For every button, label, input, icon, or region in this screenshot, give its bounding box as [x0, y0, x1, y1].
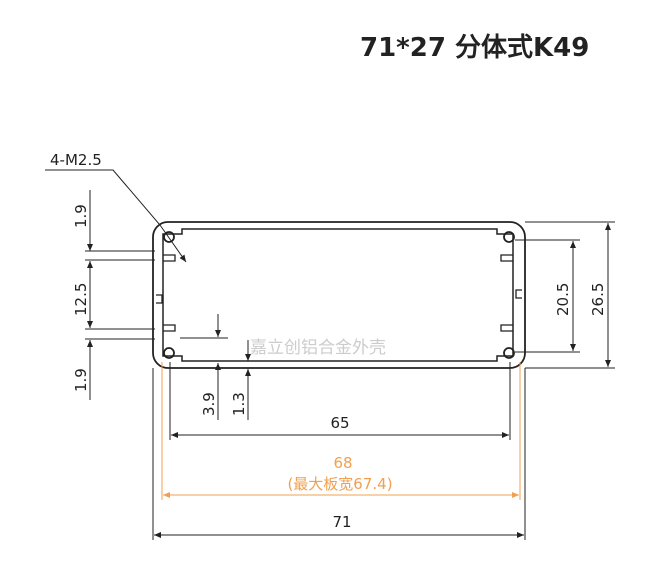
dim-inner-width: 65: [330, 414, 349, 432]
bottom-dimensions: [152, 362, 526, 540]
hole-callout: 4-M2.5: [45, 151, 187, 263]
enclosure-profile: [152, 221, 526, 369]
small-dimensions: [180, 314, 251, 420]
watermark: 嘉立创铝合金外壳: [250, 338, 386, 358]
dim-small-b: 1.3: [230, 392, 248, 416]
dim-right-outer: 26.5: [589, 283, 607, 316]
dim-small-a: 3.9: [200, 392, 218, 416]
board-width-dimension: [161, 362, 521, 500]
board-max-note: (最大板宽67.4): [287, 475, 392, 493]
right-dimensions: [515, 221, 615, 369]
svg-text:4-M2.5: 4-M2.5: [50, 151, 102, 169]
dim-left-middle: 12.5: [72, 283, 90, 316]
dim-left-top: 1.9: [72, 204, 90, 228]
left-dimensions: [85, 190, 155, 400]
dim-left-bottom: 1.9: [72, 368, 90, 392]
dim-board-width: 68: [333, 454, 352, 472]
dim-right-inner: 20.5: [554, 283, 572, 316]
title: 71*27 分体式K49: [360, 33, 589, 63]
dim-outer-width: 71: [332, 513, 351, 531]
